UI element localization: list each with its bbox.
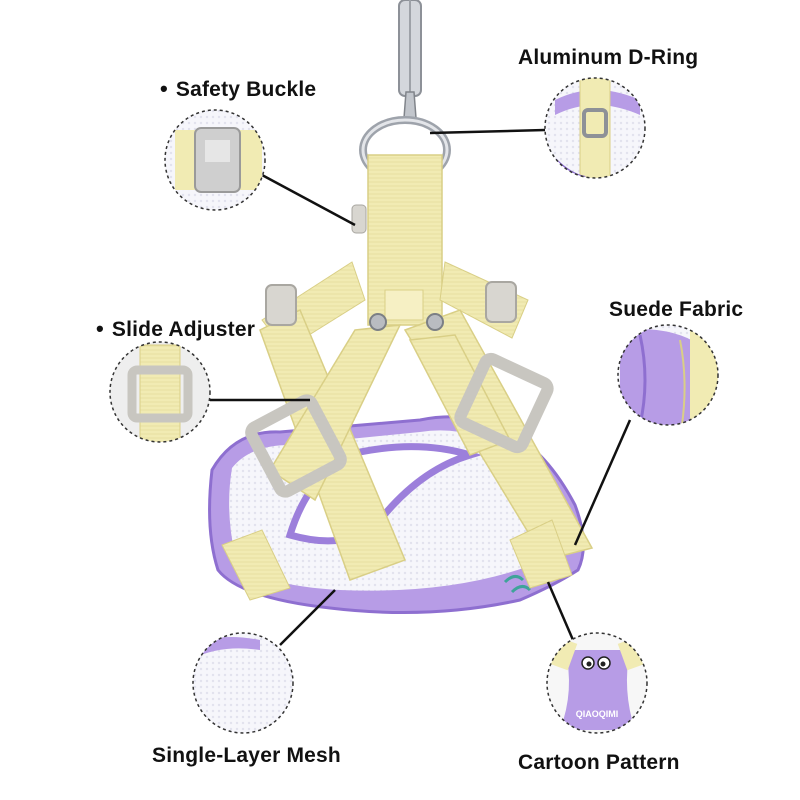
detail-circle-cartoon-pattern: QIAOQIMI — [546, 632, 648, 734]
detail-circle-suede-fabric — [617, 324, 719, 426]
leash-clip — [398, 0, 422, 119]
detail-circle-d-ring — [544, 77, 646, 179]
label-safety-buckle: •Safety Buckle — [160, 76, 317, 101]
callout-lines — [210, 128, 632, 646]
detail-circle-safety-buckle — [164, 109, 266, 211]
label-suede-fabric: Suede Fabric — [609, 298, 744, 321]
detail-circle-slide-adjuster — [109, 341, 211, 443]
detail-circle-single-layer-mesh — [192, 632, 294, 734]
label-cartoon-pattern: Cartoon Pattern — [518, 751, 680, 774]
label-slide-adjuster: •Slide Adjuster — [96, 316, 256, 341]
label-single-layer-mesh: Single-Layer Mesh — [152, 744, 341, 767]
brand-logo-text: QIAOQIMI — [576, 709, 619, 719]
label-aluminum-d-ring: Aluminum D-Ring — [518, 46, 699, 69]
slide-adjusters — [245, 204, 554, 498]
harness-straps — [221, 154, 594, 601]
